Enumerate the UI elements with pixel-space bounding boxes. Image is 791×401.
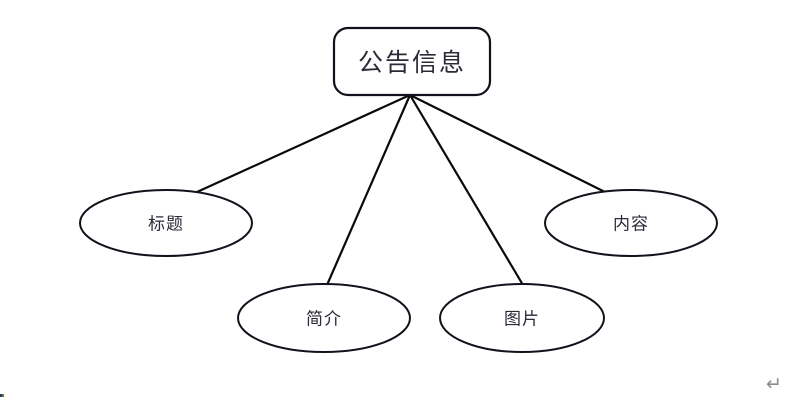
edge-root-to-image [408, 93, 525, 287]
node-root-shape[interactable] [332, 26, 492, 97]
edge-group [184, 93, 617, 287]
node-summary[interactable]: 简介 [237, 283, 411, 353]
corner-artifact [0, 394, 4, 397]
node-root-label: 公告信息 [358, 49, 466, 77]
node-title[interactable]: 标题 [79, 189, 253, 257]
node-root[interactable]: 公告信息 [332, 26, 492, 97]
node-title-label: 标题 [148, 215, 184, 234]
node-content[interactable]: 内容 [544, 189, 718, 257]
return-arrow-icon: ↵ [766, 373, 782, 395]
edge-root-to-summary [325, 93, 412, 287]
node-content-shape[interactable] [544, 189, 718, 257]
node-image-shape[interactable] [439, 283, 605, 353]
node-summary-shape[interactable] [237, 283, 411, 353]
node-summary-label: 简介 [306, 310, 342, 329]
node-image[interactable]: 图片 [439, 283, 605, 353]
node-content-label: 内容 [613, 215, 649, 234]
node-title-shape[interactable] [79, 189, 253, 257]
edge-root-to-title [184, 93, 412, 199]
node-image-label: 图片 [504, 310, 540, 329]
edge-root-to-content [408, 93, 617, 199]
